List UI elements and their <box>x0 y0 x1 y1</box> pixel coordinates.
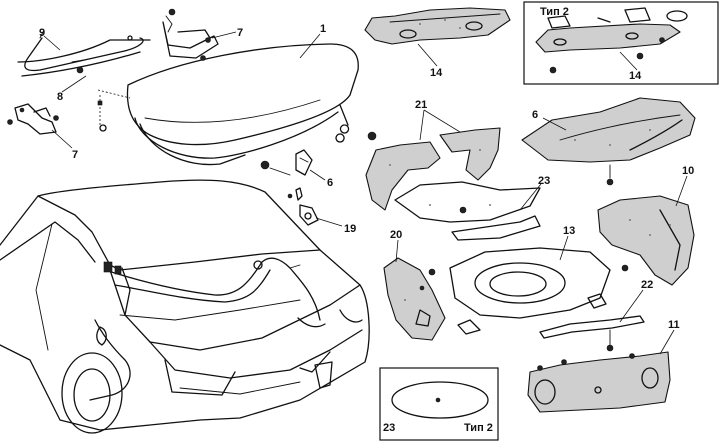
label-part-22: 22 <box>641 279 653 291</box>
trunk-floor-mat <box>394 181 541 241</box>
label-part-23-mat: 23 <box>538 175 550 187</box>
label-part-6-trim: 6 <box>532 109 538 121</box>
label-part-11: 11 <box>668 319 680 331</box>
leader-lines <box>43 31 688 355</box>
label-part-6-lock: 6 <box>327 177 333 189</box>
label-part-13: 13 <box>563 225 575 237</box>
wheelhouse-trims <box>365 127 501 211</box>
trunk-hinge-upper <box>162 8 219 61</box>
label-part-19: 19 <box>344 223 356 235</box>
label-part-9: 9 <box>39 27 45 39</box>
trunk-lock-and-cylinder <box>260 149 319 226</box>
trunk-side-trim-right <box>597 195 695 286</box>
label-part-14-main: 14 <box>430 67 443 79</box>
trunk-floor-panel <box>449 247 611 335</box>
trunk-side-trim-upper <box>521 97 696 186</box>
label-type2-top: Тип 2 <box>540 6 569 18</box>
lock-striker-strip <box>539 315 645 352</box>
trunk-side-trim-left <box>383 257 446 341</box>
label-part-21: 21 <box>415 99 427 111</box>
torsion-rods <box>17 29 151 77</box>
label-type2-bottom: Тип 2 <box>464 422 493 434</box>
trunk-hinge-left <box>7 103 59 135</box>
label-part-14-inset: 14 <box>629 70 642 82</box>
trunk-lid <box>97 43 359 166</box>
type2-inset-top <box>523 1 719 85</box>
package-tray-trim <box>364 7 511 45</box>
type2-inset-bottom <box>379 367 499 441</box>
label-part-7-upper: 7 <box>237 27 243 39</box>
label-part-7-lower: 7 <box>72 149 78 161</box>
car-rear-body <box>0 179 370 434</box>
label-part-20: 20 <box>390 229 402 241</box>
trunk-wiring-harness <box>103 257 326 328</box>
callout-labels: 1 7 9 8 7 14 Тип 2 14 6 21 23 10 6 19 13… <box>39 6 694 434</box>
label-part-1: 1 <box>320 23 326 35</box>
label-part-8: 8 <box>57 91 63 103</box>
label-part-23-inset: 23 <box>383 422 395 434</box>
label-part-10: 10 <box>682 165 694 177</box>
rear-panel-trim <box>527 351 671 413</box>
